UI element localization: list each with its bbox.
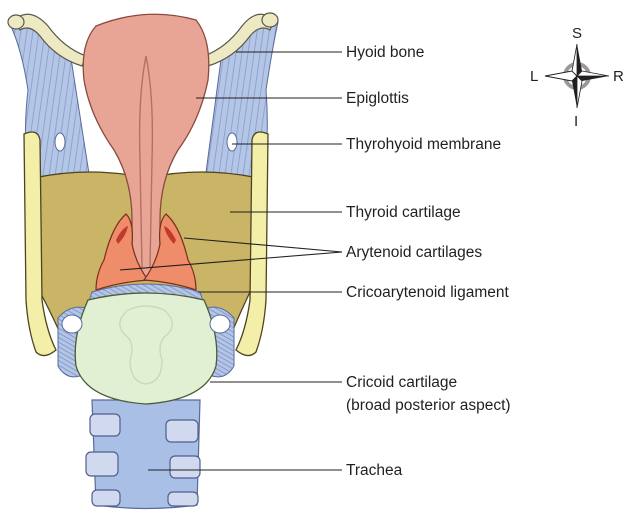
label-trachea: Trachea [346,462,403,479]
label-epiglottis: Epiglottis [346,90,409,107]
label-hyoid-bone: Hyoid bone [346,44,424,61]
compass-superior: S [572,25,582,42]
compass-right: R [613,68,624,85]
orientation-compass: S I L R [530,25,624,130]
label-arytenoid-cartilages: Arytenoid cartilages [346,244,482,261]
compass-left: L [530,68,538,85]
compass-star-icon [545,44,609,108]
trachea [86,400,200,509]
labels: Hyoid bone Epiglottis Thyrohyoid membran… [346,44,511,479]
label-cricoid-cartilage: Cricoid cartilage [346,374,457,391]
compass-inferior: I [574,113,578,130]
label-thyrohyoid-membrane: Thyrohyoid membrane [346,136,501,153]
cricoid-cartilage [58,293,234,404]
label-cricoid-cartilage-note: (broad posterior aspect) [346,397,511,414]
label-cricoarytenoid-ligament: Cricoarytenoid ligament [346,284,510,301]
label-thyroid-cartilage: Thyroid cartilage [346,204,461,221]
